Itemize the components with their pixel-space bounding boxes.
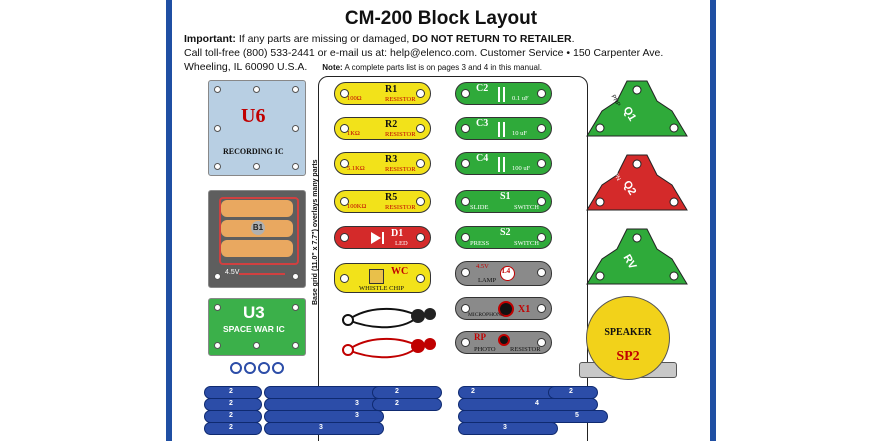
snap-wire-2f: 2 <box>372 398 442 411</box>
base-grid-outline <box>318 76 588 441</box>
snap-single-2 <box>244 362 256 374</box>
photo-resistor-rp: RP PHOTO RESISTOR <box>455 331 552 354</box>
jumper-wires <box>342 307 436 359</box>
snap-single-1 <box>230 362 242 374</box>
snap-single-3 <box>258 362 270 374</box>
resistor-r5: R5 100KΩ RESISTOR <box>334 190 431 213</box>
battery-holder: B1 4.5V <box>208 190 306 288</box>
snap-wire-2h: 2 <box>548 386 598 399</box>
battery-volt: 4.5V <box>225 269 240 276</box>
capacitor-c3: C3 10 uF <box>455 117 552 140</box>
u3-space-war-ic: U3 SPACE WAR IC <box>208 298 306 356</box>
transistor-column <box>586 80 688 285</box>
u3-name: SPACE WAR IC <box>223 324 285 334</box>
important-line: Important: If any parts are missing or d… <box>184 33 575 45</box>
important-bold: DO NOT RETURN TO RETAILER <box>412 33 572 45</box>
lamp-l4: L4 4.5V LAMP <box>455 261 552 286</box>
note-label: Note: <box>322 63 343 72</box>
transistor-rv-shape <box>586 228 688 285</box>
address-line: Wheeling, IL 60090 U.S.A. Note: A comple… <box>184 61 542 73</box>
speaker-id: SP2 <box>616 349 640 364</box>
capacitor-c4: C4 100 uF <box>455 152 552 175</box>
switch-s1: S1 SLIDE SWITCH <box>455 190 552 213</box>
snap-wire-3e: 3 <box>458 422 558 435</box>
address-text: Wheeling, IL 60090 U.S.A. <box>184 61 308 73</box>
important-text: If any parts are missing or damaged, <box>235 33 413 45</box>
page-title: CM-200 Block Layout <box>344 8 538 29</box>
speaker-sp2: SPEAKER SP2 <box>586 296 670 380</box>
capacitor-c2: C2 0.1 uF <box>455 82 552 105</box>
resistor-r3: R3 5.1KΩ RESISTOR <box>334 152 431 175</box>
u6-recording-ic: U6 RECORDING IC <box>208 80 306 176</box>
snap-wire-2d: 2 <box>204 422 262 435</box>
snap-wire-3d: 3 <box>264 422 384 435</box>
base-grid-label: Base grid (11.0" x 7.7") overlays many p… <box>312 159 319 305</box>
led-d1: D1 LED <box>334 226 431 249</box>
u6-label: U6 <box>241 105 266 127</box>
important-label: Important: <box>184 33 236 45</box>
switch-s2: S2 PRESS SWITCH <box>455 226 552 249</box>
speaker-name: SPEAKER <box>604 327 652 338</box>
transistor-q2-shape <box>586 154 688 211</box>
snap-single-4 <box>272 362 284 374</box>
u3-label: U3 <box>243 303 265 322</box>
transistor-q1-shape <box>586 80 688 137</box>
left-background <box>0 0 142 441</box>
contact-line: Call toll-free (800) 533-2441 or e-mail … <box>184 47 664 59</box>
u6-name: RECORDING IC <box>223 147 284 156</box>
right-background <box>712 0 882 441</box>
battery-label: B1 <box>251 221 265 235</box>
block-layout-sheet: CM-200 Block Layout Important: If any pa… <box>166 0 716 441</box>
resistor-r2: R2 1KΩ RESISTOR <box>334 117 431 140</box>
resistor-r1: R1 100Ω RESISTOR <box>334 82 431 105</box>
whistle-chip-wc: WC WHISTLE CHIP <box>334 263 431 293</box>
microphone-x1: X1 MICROPHONE <box>455 297 552 320</box>
note-text: A complete parts list is on pages 3 and … <box>342 63 542 72</box>
